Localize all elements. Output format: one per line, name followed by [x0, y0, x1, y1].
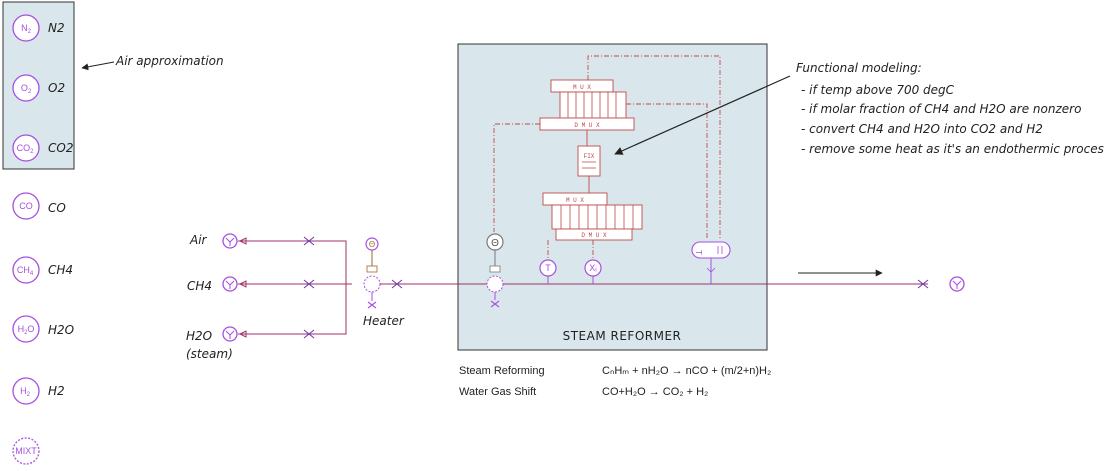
functional-note-item: - if temp above 700 degC	[801, 83, 955, 97]
species-o2[interactable]: O2 O2	[12, 74, 65, 102]
reaction-name: Water Gas Shift	[459, 386, 536, 398]
molar-fraction-sensor[interactable]: Xᵢ	[584, 259, 602, 284]
svg-text:T: T	[694, 250, 703, 255]
heater-theta-icon: Θ	[369, 240, 375, 249]
inlet-air[interactable]: Air	[189, 233, 238, 249]
inlet-ch4[interactable]: CH4	[187, 276, 238, 293]
inlet-air-label: Air	[189, 233, 208, 247]
temperature-sensor[interactable]: T	[539, 259, 557, 284]
reactions: Steam Reforming CₙHₘ + nH₂O → nCO + (m/2…	[459, 365, 771, 398]
svg-text:O2: O2	[21, 83, 32, 95]
reaction-name: Steam Reforming	[459, 365, 545, 377]
inlet-valves[interactable]	[303, 236, 315, 339]
functional-note-item: - remove some heat as it's an endothermi…	[801, 142, 1104, 156]
heat-tank-block[interactable]: T	[691, 241, 731, 284]
species-ch4[interactable]: CH4 CH4	[12, 256, 73, 284]
signal-lines	[493, 55, 721, 260]
air-note: Air approximation	[115, 54, 224, 68]
functional-note-item: - if molar fraction of CH4 and H2O are n…	[801, 102, 1081, 116]
svg-text:CO: CO	[19, 201, 33, 211]
species-label-ch4: CH4	[48, 263, 73, 277]
svg-text:H2: H2	[20, 386, 31, 398]
inlet-h2o[interactable]: H2O (steam)	[186, 326, 238, 361]
reformer-mixer[interactable]: Θ	[486, 233, 504, 308]
species-label-co: CO	[48, 201, 66, 215]
reformer-title: STEAM REFORMER	[563, 329, 682, 343]
species-h2o[interactable]: H2O H2O	[12, 315, 74, 343]
svg-text:D M U X: D M U X	[574, 122, 600, 129]
functional-note-item: - convert CH4 and H2O into CO2 and H2	[801, 122, 1043, 136]
svg-text:FIX: FIX	[584, 153, 595, 160]
svg-text:H2O: H2O	[18, 324, 35, 336]
functional-note-arrow	[614, 75, 791, 155]
svg-text:T: T	[545, 263, 551, 273]
species-label-co2: CO2	[48, 141, 73, 155]
species-label-h2: H2	[48, 384, 65, 398]
heater-outlet-valve[interactable]	[391, 279, 403, 289]
species-mixture[interactable]: MIXT	[12, 437, 40, 465]
svg-text:CH4: CH4	[17, 265, 34, 277]
upper-demux[interactable]: D M U X	[539, 117, 635, 131]
svg-text:CO2: CO2	[17, 143, 35, 155]
svg-text:N2: N2	[21, 23, 32, 35]
svg-text:MIXT: MIXT	[15, 446, 37, 456]
reaction-equation: CO+H₂O → CO₂ + H₂	[602, 386, 708, 398]
species-palette: N2 N2 O2 O2 CO2 CO2 CO CO CH4 CH4 H2O H2…	[12, 14, 74, 465]
species-co2[interactable]: CO2 CO2	[12, 134, 73, 162]
upper-mux[interactable]: M U X	[550, 79, 627, 119]
inlet-pipes	[238, 237, 352, 338]
inlet-h2o-sublabel: (steam)	[186, 347, 233, 361]
functional-note-heading: Functional modeling:	[796, 61, 922, 75]
inlet-ch4-label: CH4	[187, 279, 212, 293]
lower-demux[interactable]: D M U X	[555, 228, 633, 241]
heater[interactable]: Θ Heater	[363, 237, 405, 328]
species-label-o2: O2	[48, 81, 65, 95]
species-label-h2o: H2O	[48, 323, 74, 337]
species-h2[interactable]: H2 H2	[12, 377, 65, 405]
air-note-arrow	[81, 61, 115, 71]
species-label-n2: N2	[48, 21, 65, 35]
reformer-theta-icon: Θ	[491, 238, 499, 249]
species-n2[interactable]: N2 N2	[12, 14, 65, 42]
outlet[interactable]	[917, 276, 965, 292]
svg-text:Xᵢ: Xᵢ	[589, 263, 596, 273]
svg-text:M U X: M U X	[566, 197, 584, 204]
inlet-h2o-label: H2O	[186, 329, 212, 343]
functional-note: Functional modeling: - if temp above 700…	[796, 61, 1104, 156]
fix-block[interactable]: FIX	[577, 145, 601, 177]
reaction-equation: CₙHₘ + nH₂O → nCO + (m/2+n)H₂	[602, 365, 771, 377]
svg-text:D M U X: D M U X	[581, 232, 607, 239]
heater-label: Heater	[363, 314, 405, 328]
species-co[interactable]: CO CO	[12, 192, 66, 220]
svg-text:M U X: M U X	[573, 84, 591, 91]
